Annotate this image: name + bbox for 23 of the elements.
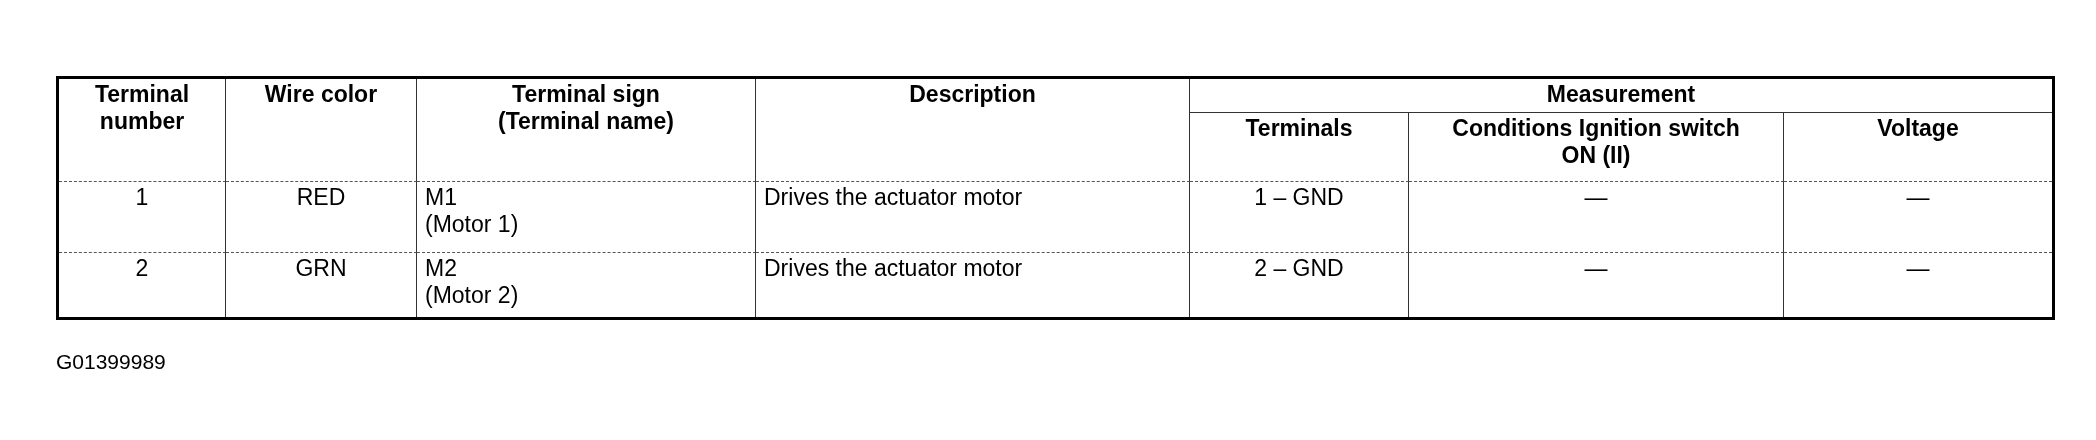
table-cell: —	[1906, 255, 1930, 281]
table-cell: Drives the actuator motor	[764, 255, 1023, 281]
column-header: Terminal number	[93, 81, 191, 135]
table-cell: —	[1584, 255, 1608, 281]
column-header: Wire color	[264, 81, 378, 107]
table-cell-text: M1 (Motor 1)	[425, 184, 520, 238]
column-header: Terminals	[1245, 115, 1353, 141]
table-cell: Drives the actuator motor	[764, 184, 1023, 210]
column-header: Description	[909, 81, 1036, 107]
column-header: Terminal sign (Terminal name)	[497, 81, 675, 135]
table-cell: GRN	[295, 255, 347, 281]
table-cell-text: M2 (Motor 2)	[425, 255, 520, 309]
table-cell: —	[1584, 184, 1608, 210]
table-cell: 1 – GND	[1254, 184, 1344, 210]
table-cell: 2	[135, 255, 149, 281]
table-cell: 1	[135, 184, 149, 210]
table-cell: 2 – GND	[1254, 255, 1344, 281]
column-header: Measurement	[1546, 81, 1696, 107]
column-header: Voltage	[1877, 115, 1959, 141]
figure-code: G01399989	[56, 350, 166, 374]
table-cell: —	[1906, 184, 1930, 210]
column-header: Conditions Ignition switch ON (II)	[1451, 115, 1741, 169]
table-cell: RED	[296, 184, 346, 210]
